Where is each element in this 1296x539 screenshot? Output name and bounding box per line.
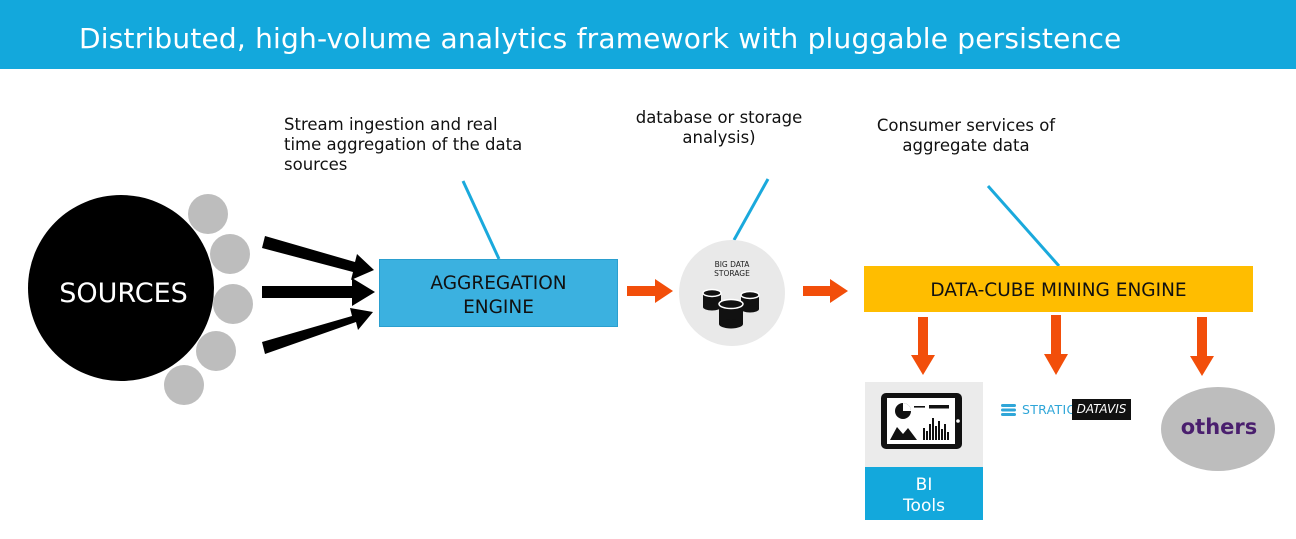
bi-tools-card: BI Tools [865,382,983,520]
aggregation-line: AGGREGATION [430,273,567,294]
sources-label: SOURCES [59,278,188,309]
storage-label: BIG DATA STORAGE [680,260,784,278]
source-satellite [196,331,236,371]
bi-tools-footer [865,467,983,520]
source-arrow-icon [262,236,374,280]
annotation-line: time aggregation of the data [284,135,523,154]
connector-consumer [986,185,1061,267]
annotation-line: sources [284,155,348,174]
datavis-wordmark: DATAVIS [1076,402,1127,416]
sources-circle [28,195,214,381]
annotation-consumer: Consumer services of aggregate data [868,116,1064,156]
source-satellite [164,365,204,405]
flow-arrow-icon [627,279,673,303]
others-ellipse [1161,387,1275,471]
stratio-logo-icon [1001,404,1016,416]
bi-tools-icon-area [865,382,983,467]
connector-ingestion [461,180,501,260]
down-arrow-icon [911,317,935,375]
down-arrow-icon [1044,315,1068,375]
annotation-line: aggregate data [902,136,1030,155]
annotation-storage: database or storage analysis) [633,108,805,148]
header-bar: Distributed, high-volume analytics frame… [0,0,1296,69]
stratio-wordmark: STRATIO [1022,402,1077,417]
source-satellite [213,284,253,324]
source-satellite [210,234,250,274]
flow-arrow-icon [803,279,848,303]
database-icon [702,288,760,329]
down-arrow-icon [1190,317,1214,376]
source-arrow-icon [262,278,375,306]
aggregation-line: ENGINE [463,297,534,318]
others-label: others [1180,415,1258,439]
source-arrows [262,236,375,354]
annotation-line: Stream ingestion and real [284,115,498,134]
page-title: Distributed, high-volume analytics frame… [79,22,1122,55]
source-arrow-icon [262,308,373,354]
aggregation-engine-box: AGGREGATION ENGINE [379,259,618,327]
bi-line: BI [915,475,933,495]
annotation-line: database or storage [635,108,803,127]
annotation-line: Consumer services of [876,116,1056,135]
annotation-line: analysis) [682,128,756,147]
source-satellite [188,194,228,234]
bi-line: Tools [903,496,945,516]
aggregation-engine-label: AGGREGATION ENGINE [380,272,617,320]
storage-line: BIG DATA [714,260,750,269]
datacube-engine-box: DATA-CUBE MINING ENGINE [864,266,1253,312]
datavis-badge: DATAVIS [1072,399,1131,420]
datacube-engine-label: DATA-CUBE MINING ENGINE [930,280,1187,301]
connector-storage [732,178,770,241]
storage-line: STORAGE [714,269,750,278]
annotation-ingestion: Stream ingestion and real time aggregati… [284,115,522,175]
storage-circle [679,240,785,346]
bi-tools-label: BI Tools [865,475,983,517]
